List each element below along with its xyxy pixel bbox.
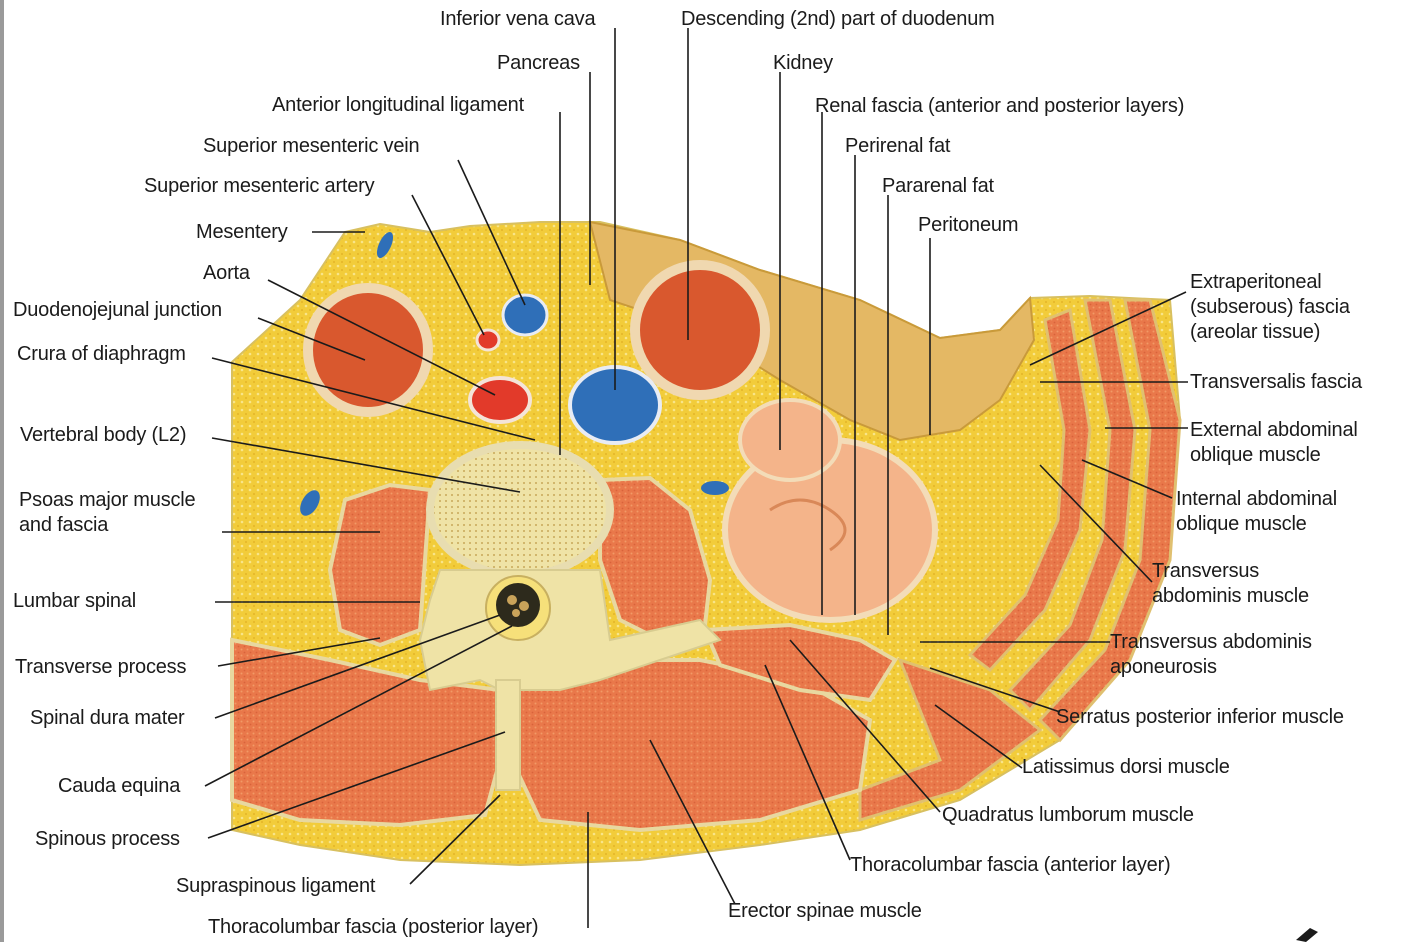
label-crura-of-diaphragm: Crura of diaphragm xyxy=(17,343,186,365)
label-extraperitoneal-fascia: Extraperitoneal (subserous) fascia (areo… xyxy=(1190,270,1390,345)
superior-mesenteric-artery-shape xyxy=(477,330,499,350)
superior-mesenteric-vein-shape xyxy=(503,295,547,335)
label-psoas-major: Psoas major muscle and fascia xyxy=(19,488,219,538)
label-thoracolumbar-anterior: Thoracolumbar fascia (anterior layer) xyxy=(850,854,1171,876)
label-quadratus-lumborum: Quadratus lumborum muscle xyxy=(942,804,1194,826)
label-thoracolumbar-posterior: Thoracolumbar fascia (posterior layer) xyxy=(208,916,538,938)
label-duodenojejunal-junction: Duodenojejunal junction xyxy=(13,299,222,321)
label-peritoneum: Peritoneum xyxy=(918,214,1018,236)
label-serratus-posterior-inferior: Serratus posterior inferior muscle xyxy=(1056,706,1344,728)
duodenojejunal-shape xyxy=(308,288,428,412)
label-transversus-aponeurosis: Transversus abdominis aponeurosis xyxy=(1110,630,1355,680)
label-transverse-process: Transverse process xyxy=(15,656,186,678)
label-erector-spinae: Erector spinae muscle xyxy=(728,900,922,922)
label-transversus-abdominis: Transversus abdominis muscle xyxy=(1152,559,1347,609)
label-cauda-equina: Cauda equina xyxy=(58,775,180,797)
spinous-process-shape xyxy=(496,680,520,790)
descending-duodenum-shape xyxy=(635,265,765,395)
corner-mark xyxy=(1296,928,1318,942)
label-kidney: Kidney xyxy=(773,52,833,74)
label-spinous-process: Spinous process xyxy=(35,828,180,850)
label-renal-fascia: Renal fascia (anterior and posterior lay… xyxy=(815,95,1184,117)
label-inferior-vena-cava: Inferior vena cava xyxy=(440,8,595,30)
label-vertebral-body: Vertebral body (L2) xyxy=(20,424,186,446)
vertebral-body xyxy=(430,445,610,575)
label-spinal-dura-mater: Spinal dura mater xyxy=(30,707,184,729)
label-superior-mesenteric-vein: Superior mesenteric vein xyxy=(203,135,419,157)
cauda-equina-shape xyxy=(496,583,540,627)
label-latissimus-dorsi: Latissimus dorsi muscle xyxy=(1022,756,1230,778)
label-internal-oblique: Internal abdominal oblique muscle xyxy=(1176,487,1376,537)
label-transversalis-fascia: Transversalis fascia xyxy=(1190,371,1362,393)
label-perirenal-fat: Perirenal fat xyxy=(845,135,950,157)
psoas-left xyxy=(330,485,430,645)
label-anterior-longitudinal-ligament: Anterior longitudinal ligament xyxy=(272,94,524,116)
label-supraspinous-ligament: Supraspinous ligament xyxy=(176,875,375,897)
aorta-shape xyxy=(470,378,530,422)
label-external-oblique: External abdominal oblique muscle xyxy=(1190,418,1395,468)
label-descending-duodenum: Descending (2nd) part of duodenum xyxy=(681,8,995,30)
label-mesentery: Mesentery xyxy=(196,221,288,243)
label-pararenal-fat: Pararenal fat xyxy=(882,175,994,197)
label-aorta: Aorta xyxy=(203,262,250,284)
label-pancreas: Pancreas xyxy=(497,52,580,74)
label-lumbar-spinal: Lumbar spinal xyxy=(13,590,136,612)
label-superior-mesenteric-artery: Superior mesenteric artery xyxy=(144,175,374,197)
